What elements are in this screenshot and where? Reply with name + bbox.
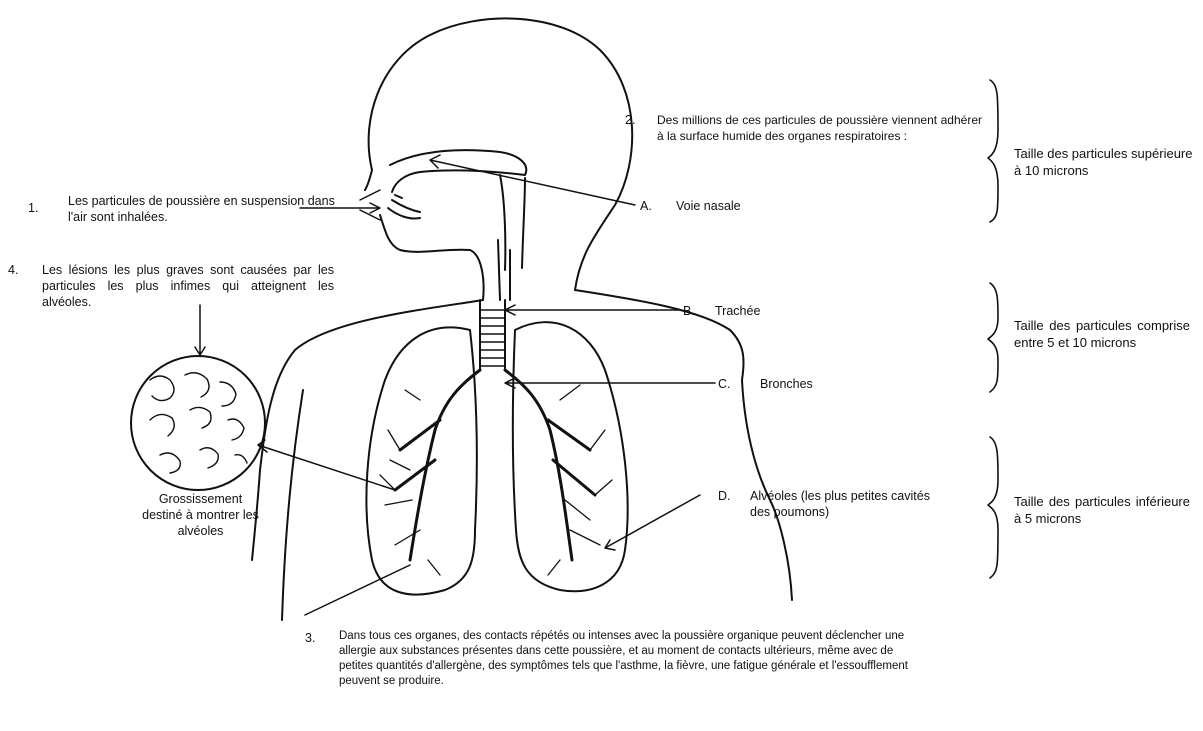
lung-left xyxy=(366,327,476,594)
brace-3 xyxy=(988,437,998,578)
size-label-3: Taille des particules inférieure à 5 mic… xyxy=(1014,493,1190,527)
leader-a xyxy=(430,155,635,205)
leader-4 xyxy=(195,305,205,355)
alveoli-texture xyxy=(150,373,247,473)
part-d-label: Alvéoles (les plus petites cavités des p… xyxy=(750,488,950,520)
note-4-number: 4. xyxy=(8,262,18,278)
pharynx xyxy=(498,175,525,300)
part-c-label: Bronches xyxy=(760,376,813,392)
leader-b xyxy=(505,305,680,315)
mouth-lines xyxy=(388,195,420,219)
note-1-number: 1. xyxy=(28,200,38,216)
part-a-letter: A. xyxy=(640,198,652,214)
note-4-text: Les lésions les plus graves sont causées… xyxy=(42,262,334,310)
magnify-label: Grossissement destiné à montrer les alvé… xyxy=(138,491,263,539)
trachea-rings xyxy=(480,310,505,366)
nasal-cavity xyxy=(390,150,526,192)
shoulder-right xyxy=(575,290,792,600)
part-b-letter: B. xyxy=(683,303,695,319)
part-d-letter: D. xyxy=(718,488,731,504)
magnified-alveoli-circle xyxy=(131,356,265,490)
note-1-text: Les particules de poussière en suspensio… xyxy=(68,193,338,225)
part-c-letter: C. xyxy=(718,376,731,392)
note-3-text: Dans tous ces organes, des contacts répé… xyxy=(339,629,919,689)
brace-2 xyxy=(988,283,998,392)
note-2-number: 2. xyxy=(625,112,635,128)
size-label-1: Taille des particules supérieure à 10 mi… xyxy=(1014,145,1194,179)
leader-magnifier xyxy=(258,440,395,490)
size-label-2: Taille des particules comprise entre 5 e… xyxy=(1014,317,1190,351)
note-2-text: Des millions de ces particules de poussi… xyxy=(657,112,982,144)
arm-left xyxy=(282,390,303,620)
brace-1 xyxy=(988,80,998,222)
part-a-label: Voie nasale xyxy=(676,198,741,214)
leader-d xyxy=(605,495,700,550)
part-b-label: Trachée xyxy=(715,303,760,319)
note-3-number: 3. xyxy=(305,630,315,646)
bronchi xyxy=(395,370,595,560)
